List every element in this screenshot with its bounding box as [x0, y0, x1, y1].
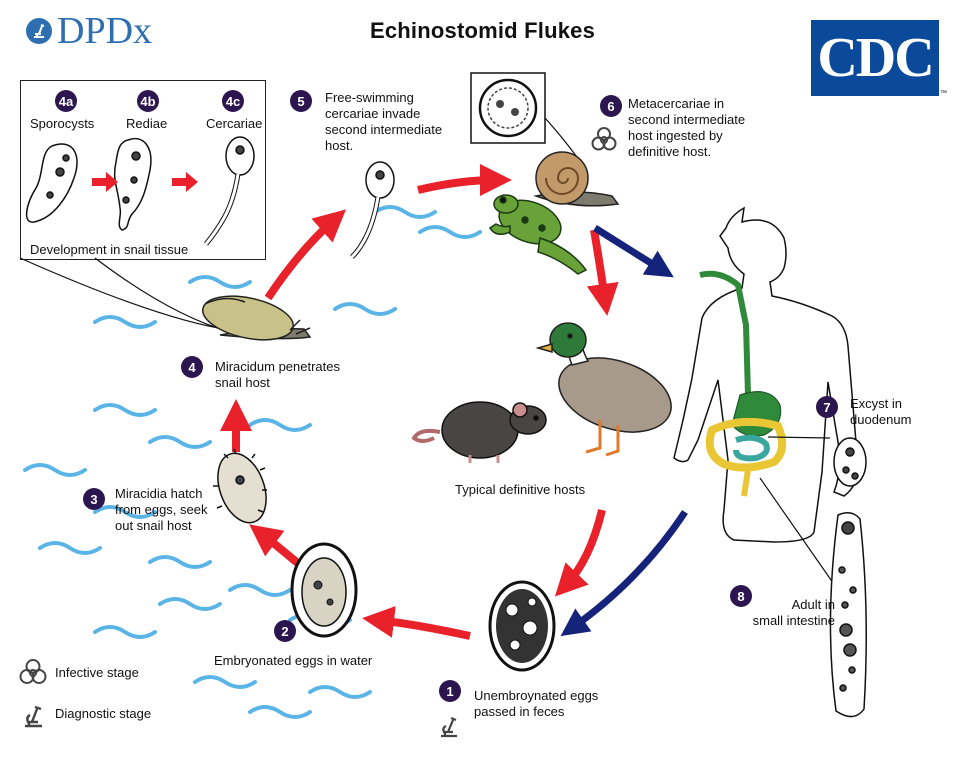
first-snail-illustration: [202, 295, 312, 341]
step-1-line: passed in feces: [474, 704, 565, 719]
microscope-icon: [441, 716, 457, 738]
step-4-line: Miracidum penetrates: [215, 359, 340, 374]
step-6-line: second intermediate: [628, 112, 746, 127]
digestive-tract: [699, 270, 787, 497]
step-3-label: Miracidia hatch from eggs, seek out snai…: [115, 486, 235, 534]
step-4-line: snail host: [215, 375, 270, 390]
step-6-badge: 6: [600, 95, 622, 117]
inset-arrows: [92, 172, 198, 192]
step-5-label: Free-swimming cercariae invade second in…: [325, 90, 475, 154]
step-4-badge: 4: [181, 356, 203, 378]
step-7-label: Excyst in duodenum: [850, 396, 960, 428]
excysted-larva-illustration: [833, 437, 867, 487]
cdc-logo-text: CDC: [817, 27, 934, 89]
step-5-line: host.: [325, 138, 354, 153]
step-2-label: Embryonated eggs in water: [214, 653, 404, 669]
red-cycle-arrows: [220, 164, 619, 640]
adult-fluke-illustration: [829, 512, 867, 718]
step-2-badge: 2: [274, 620, 296, 642]
human-silhouette: [673, 206, 859, 543]
step-5-line: Free-swimming: [325, 90, 414, 105]
step-2-line: Embryonated eggs in water: [214, 653, 373, 668]
metacercaria-inset: [470, 72, 586, 169]
free-cercaria-illustration: [350, 161, 395, 259]
biohazard-icon: [591, 127, 617, 151]
step-5-badge: 5: [290, 90, 312, 112]
step-3-line: Miracidia hatch: [115, 486, 203, 501]
step-8-badge: 8: [730, 585, 752, 607]
blue-cycle-arrows: [560, 225, 688, 637]
sporocyst-illustration: [25, 143, 78, 223]
dpdx-logo-text: DPDx: [57, 10, 153, 52]
legend-infective-label: Infective stage: [55, 665, 139, 680]
step-6-line: definitive host.: [628, 144, 712, 159]
step-1-line: Unembroynated eggs: [474, 688, 599, 703]
biohazard-legend-icon: [19, 659, 47, 684]
step-4a-badge: 4a: [55, 90, 77, 112]
step-7-badge: 7: [816, 396, 838, 418]
water-waves: [23, 205, 482, 719]
step-1-label: Unembroynated eggs passed in feces: [474, 688, 624, 720]
step-8-line: Adult in: [791, 597, 835, 612]
embryonated-egg-illustration: [290, 542, 358, 638]
miracidium-illustration: [213, 448, 267, 524]
cercariae-label: Cercariae: [206, 116, 263, 131]
step-4c-badge: 4c: [222, 90, 244, 112]
step-3-line: out snail host: [115, 518, 192, 533]
step-6-line: Metacercariae in: [628, 96, 725, 111]
step-7-line: duodenum: [850, 412, 912, 427]
step-3-badge: 3: [83, 488, 105, 510]
dpdx-logo: DPDx: [24, 12, 152, 50]
inset-caption: Development in snail tissue: [30, 242, 189, 257]
step-7-line: Excyst in: [850, 396, 903, 411]
page-title: Echinostomid Flukes: [369, 18, 596, 43]
step-3-line: from eggs, seek: [115, 502, 208, 517]
intestine-pointer-lines: [759, 436, 839, 591]
frog-illustration: [488, 194, 588, 275]
redia-illustration: [113, 137, 152, 231]
duck-illustration: [535, 322, 672, 457]
cdc-trademark: ™: [940, 90, 947, 97]
definitive-hosts-label: Typical definitive hosts: [455, 482, 586, 497]
rediae-label: Rediae: [126, 116, 168, 131]
step-5-line: cercariae invade: [325, 106, 421, 121]
step-8-label: Adult in small intestine: [725, 597, 835, 629]
step-6-label: Metacercariae in second intermediate hos…: [628, 96, 778, 160]
legend-diagnostic-label: Diagnostic stage: [55, 706, 152, 721]
step-6-line: host ingested by: [628, 128, 723, 143]
step-5-line: second intermediate: [325, 122, 443, 137]
cercaria-inset-illustration: [204, 136, 255, 246]
rat-illustration: [411, 401, 547, 463]
step-1-badge: 1: [439, 680, 461, 702]
microscope-logo-icon: [26, 18, 52, 44]
second-snail-illustration: [533, 151, 620, 207]
step-8-line: small intestine: [752, 613, 835, 628]
step-4b-badge: 4b: [137, 90, 159, 112]
microscope-legend-icon: [25, 705, 42, 728]
step-4-label: Miracidum penetrates snail host: [215, 359, 375, 391]
cdc-logo: CDC: [811, 20, 939, 96]
sporocysts-label: Sporocysts: [30, 116, 95, 131]
unembryonated-egg-illustration: [488, 580, 556, 672]
